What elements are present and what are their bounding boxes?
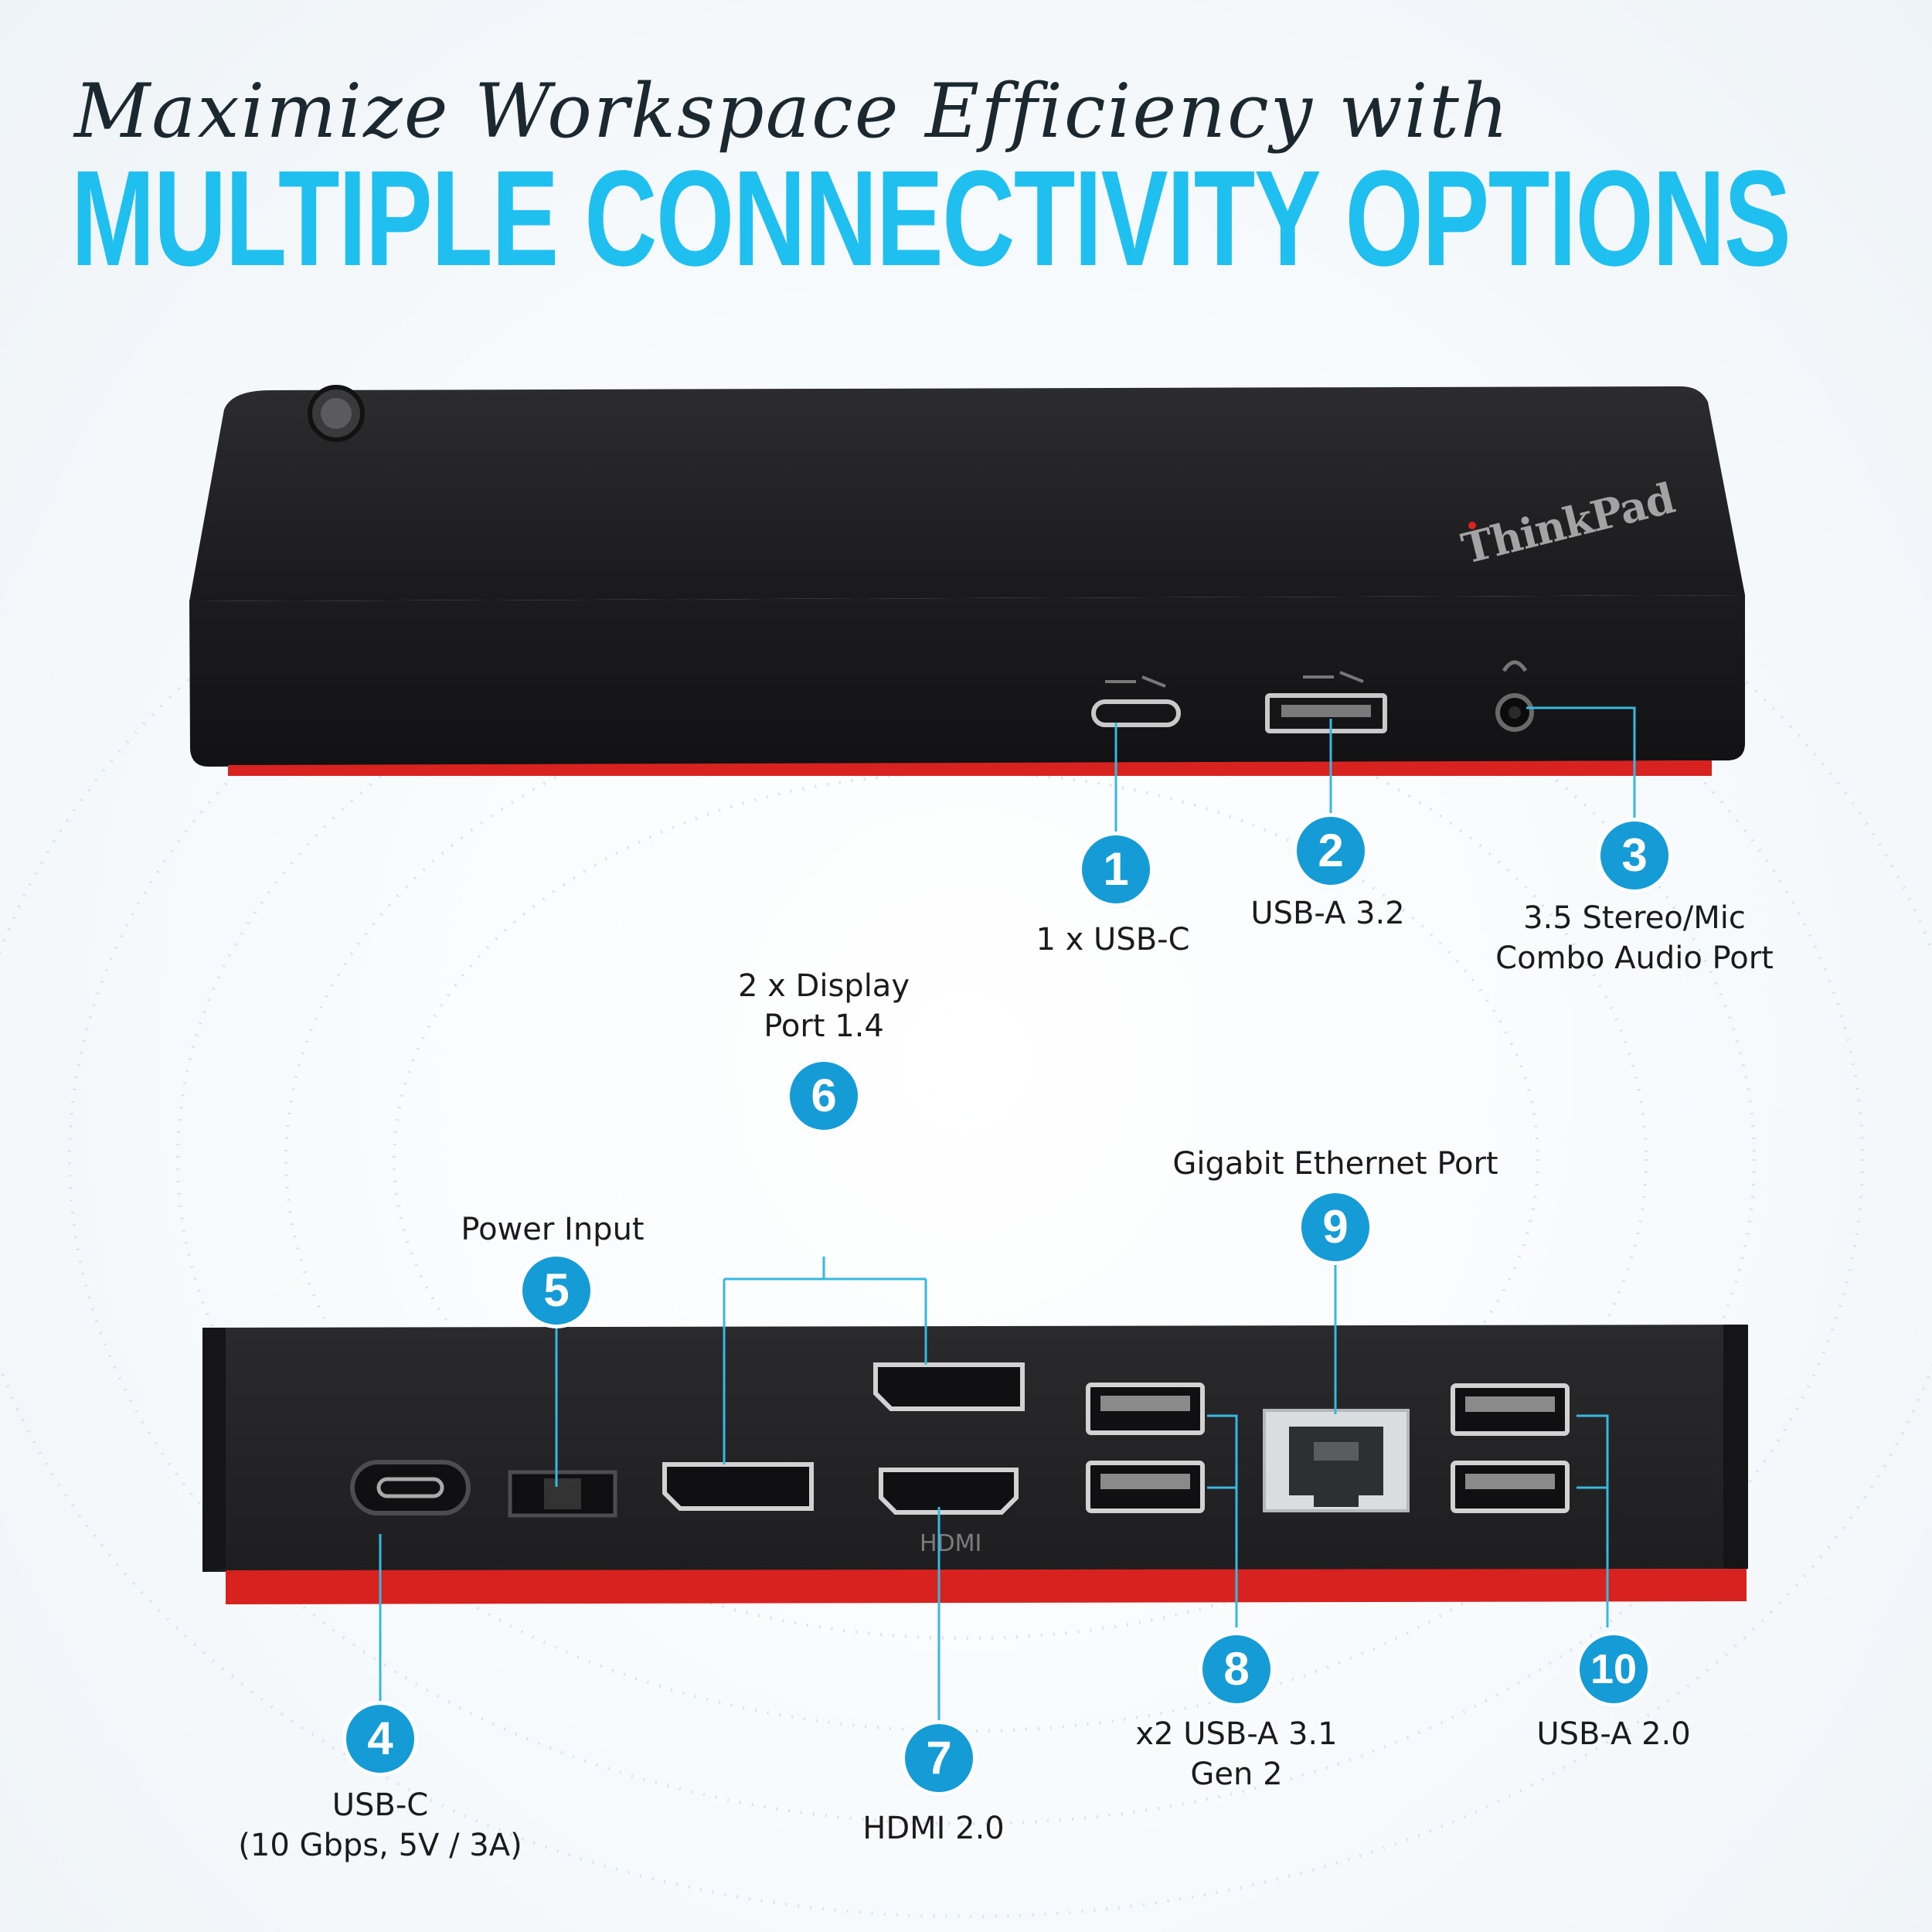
dock-rear-view: HDMI xyxy=(202,1325,1748,1604)
title-main-line: MULTIPLE CONNECTIVITY OPTIONS xyxy=(71,143,1791,294)
callout-badge-5: 5 xyxy=(522,1257,590,1325)
callout-label-8: x2 USB-A 3.1 Gen 2 xyxy=(1135,1716,1338,1792)
callout-label-6: 2 x Display Port 1.4 xyxy=(738,968,910,1044)
usb-a-port-icon xyxy=(1265,693,1387,733)
displayport-lower-icon xyxy=(662,1462,814,1511)
callout-badge-7: 7 xyxy=(905,1724,973,1792)
callout-label-3: 3.5 Stereo/Mic Combo Audio Port xyxy=(1495,900,1774,976)
callout-badge-8: 8 xyxy=(1202,1635,1270,1703)
callout-label-10: USB-A 2.0 xyxy=(1536,1716,1691,1752)
callout-label-9: Gigabit Ethernet Port xyxy=(1172,1146,1498,1182)
callout-badge-9: 9 xyxy=(1301,1193,1369,1261)
callout-label-1: 1 x USB-C xyxy=(1036,922,1190,957)
callout-label-7: HDMI 2.0 xyxy=(862,1811,1005,1846)
callout-badge-3: 3 xyxy=(1600,821,1668,889)
callout-label-2: USB-A 3.2 xyxy=(1250,896,1405,931)
hdmi-engraving: HDMI xyxy=(920,1530,981,1557)
thinkpad-logo-dot xyxy=(1468,522,1476,529)
callout-badge-10: 10 xyxy=(1580,1635,1648,1703)
callout-label-5: Power Input xyxy=(461,1212,645,1247)
title-script-line: Maximize Workspace Efficiency with xyxy=(74,68,1510,155)
displayport-upper-icon xyxy=(873,1362,1025,1411)
rear-usb-c-port-icon xyxy=(350,1460,471,1515)
leader-lines xyxy=(379,706,1636,1722)
dock-front-view xyxy=(189,385,1745,776)
callout-badge-6: 6 xyxy=(790,1062,858,1130)
callout-badge-4: 4 xyxy=(346,1705,414,1773)
usb-c-port-icon xyxy=(1091,699,1181,727)
callout-badge-2: 2 xyxy=(1297,817,1365,885)
callout-label-4: USB-C (10 Gbps, 5V / 3A) xyxy=(238,1787,522,1863)
callout-badge-1: 1 xyxy=(1082,835,1150,903)
hdmi-port-icon xyxy=(879,1468,1019,1515)
